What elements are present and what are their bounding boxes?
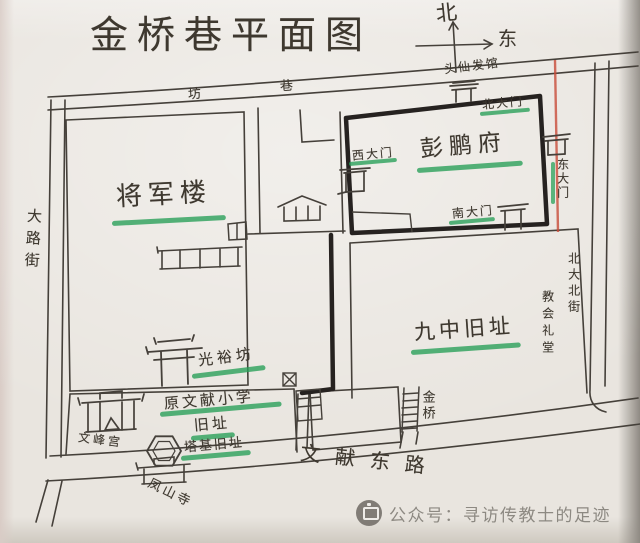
block-bottom-middle	[309, 386, 402, 451]
wenxian-school-label-line2: 旧址	[193, 413, 231, 435]
general-tower-label: 将军楼	[115, 177, 213, 213]
west-gate-icon	[337, 167, 371, 195]
long-building-icon	[156, 246, 243, 270]
road-top	[47, 51, 639, 111]
road-top-name-char1: 坊	[187, 86, 202, 103]
east-gate-icon	[542, 133, 571, 156]
road-left-name: 大路街	[22, 207, 44, 275]
compass-east-label: 东	[498, 28, 518, 50]
archway-icon	[145, 334, 203, 387]
block-general-tower	[65, 111, 249, 392]
east-gate-highlight	[551, 162, 555, 204]
map-title: 金桥巷平面图	[90, 13, 373, 57]
lane-jinqiao-bold	[299, 232, 336, 396]
block-middle-column	[247, 107, 346, 235]
church-hall-label: 教会礼堂	[540, 290, 555, 358]
roof-house-icon	[277, 195, 327, 222]
block-no9-school	[349, 228, 588, 399]
pagoda-base-hexagon-icon	[145, 435, 183, 467]
north-gate-icon	[449, 80, 479, 103]
wenfeng-palace-icon	[77, 390, 145, 433]
small-structure-icon	[227, 221, 248, 241]
road-bottom	[45, 397, 640, 482]
south-gate-icon	[497, 203, 529, 231]
wall-pengpeng-compound	[343, 93, 550, 236]
watermark: 公众号：寻访传教士的足迹	[356, 500, 611, 526]
compass-north-label: 北	[434, 0, 459, 27]
road-top-name-char2: 巷	[279, 78, 294, 95]
compass-icon	[415, 20, 494, 73]
east-gate-label: 东大门	[555, 158, 570, 200]
red-line	[553, 59, 560, 233]
road-right-name: 北大北街	[566, 252, 581, 316]
junction-marker-icon	[282, 372, 297, 387]
golden-bridge-label: 金桥	[419, 390, 435, 422]
bridge-icon	[400, 386, 420, 433]
road-left	[35, 99, 66, 527]
watermark-camera-icon	[356, 500, 382, 526]
road-right	[589, 60, 610, 413]
hatched-box-icon	[295, 388, 323, 422]
watermark-text: 公众号：寻访传教士的足迹	[389, 505, 611, 526]
